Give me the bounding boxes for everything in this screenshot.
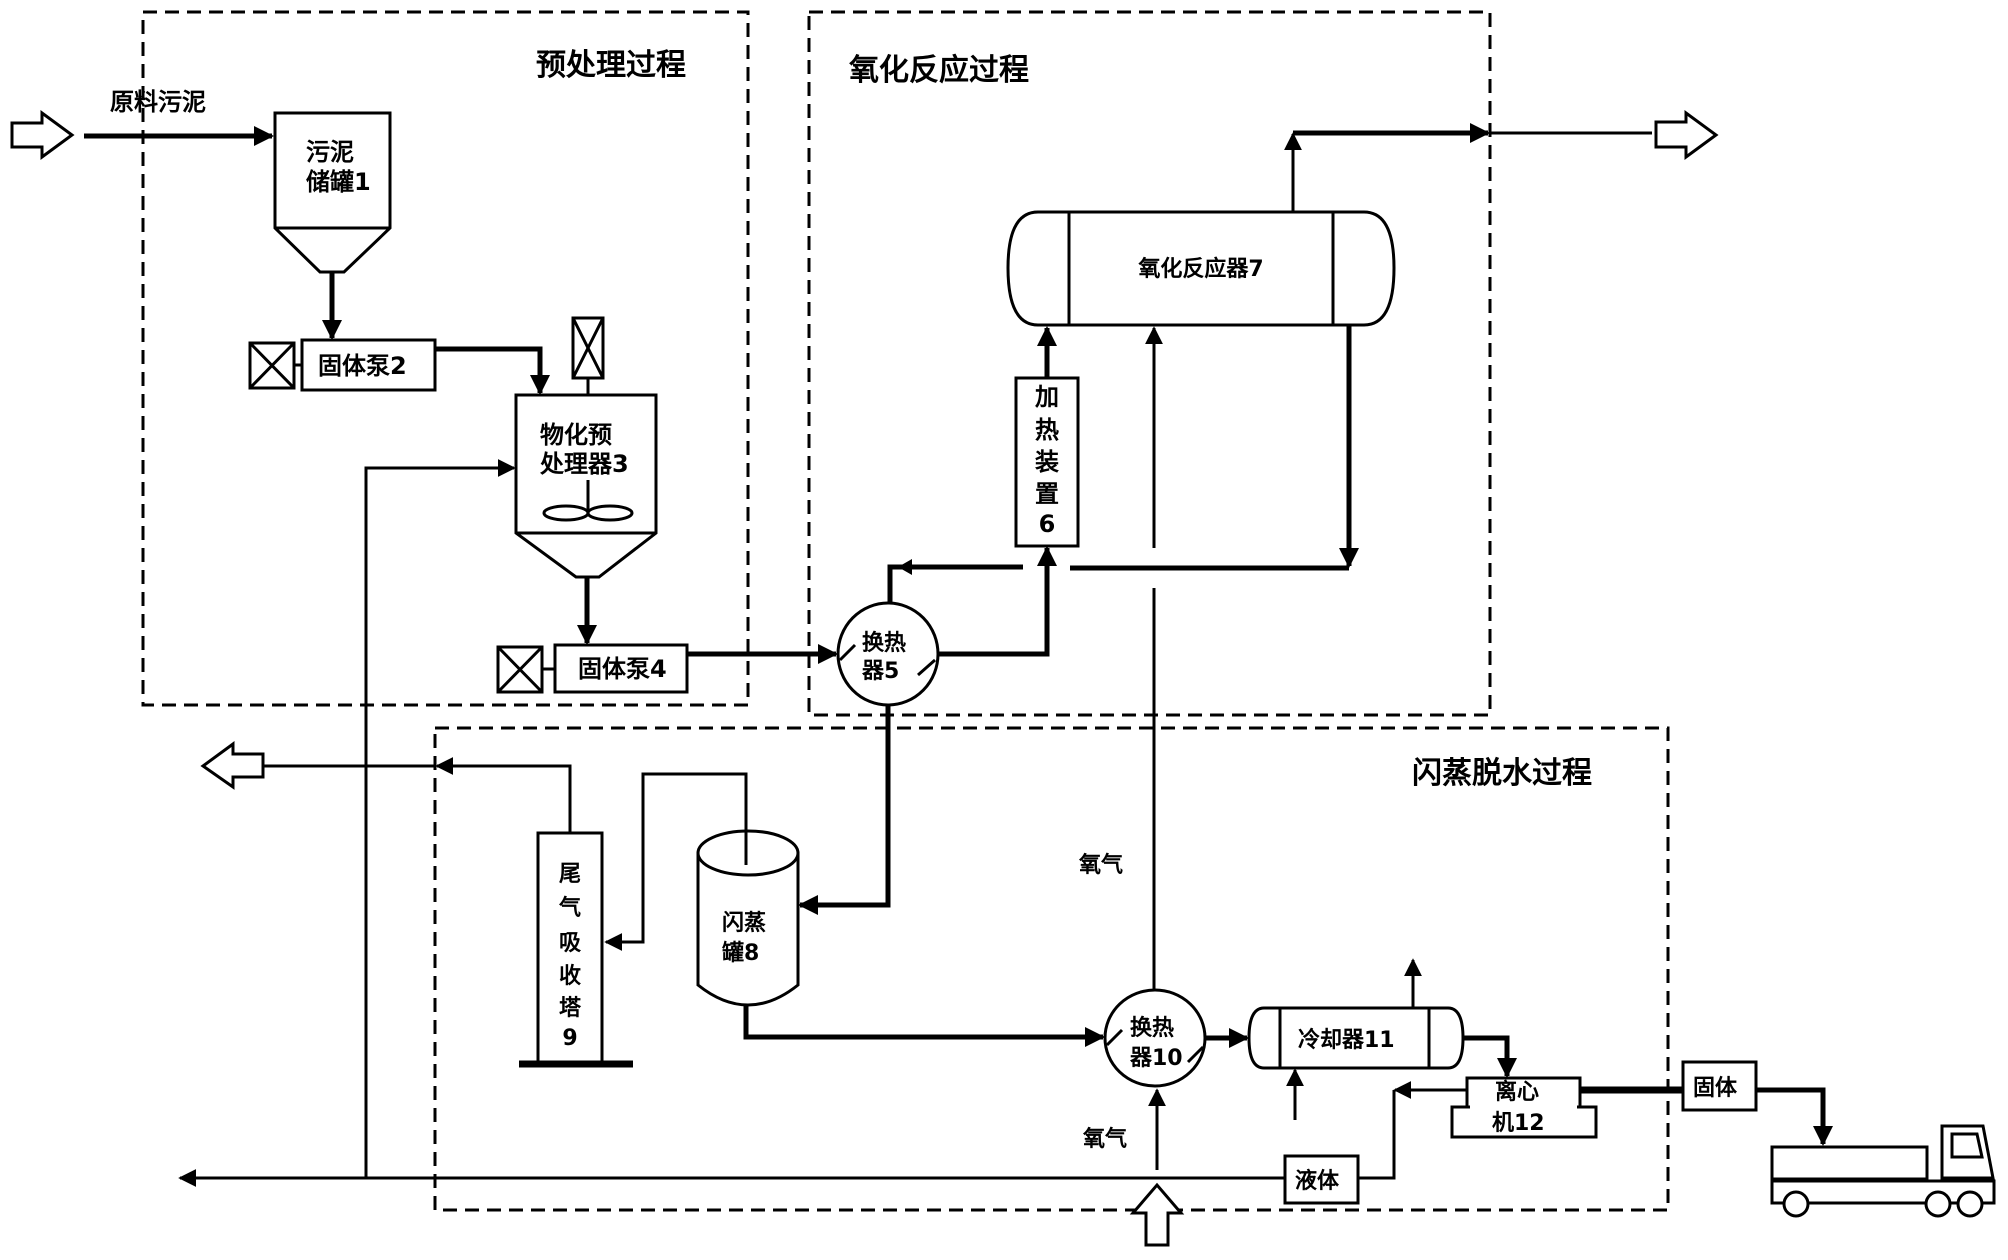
oxidation-section-title: 氧化反应过程 xyxy=(849,53,1029,88)
tower-label-char2: 气 xyxy=(558,895,581,921)
heat-exchanger-5: 换热 器5 xyxy=(836,601,940,707)
tank1-label-line1: 污泥 xyxy=(306,138,354,166)
reactor-label: 氧化反应器7 xyxy=(1137,256,1263,282)
heater-label-char2: 热 xyxy=(1035,416,1059,444)
flash-section-title: 闪蒸脱水过程 xyxy=(1412,756,1592,791)
pretreater-label-line1: 物化预 xyxy=(540,421,612,449)
centrifuge-label-line1: 离心 xyxy=(1495,1079,1539,1105)
truck-icon xyxy=(1770,1124,1996,1218)
hx10-label-line2: 器10 xyxy=(1129,1046,1183,1071)
hx5-label-line1: 换热 xyxy=(862,630,906,656)
hx5-label-line2: 器5 xyxy=(861,659,899,684)
truck-wheel xyxy=(1924,1190,1952,1218)
centrifuge-liquid-down-line xyxy=(1358,1090,1396,1180)
hx10-label-line1: 换热 xyxy=(1130,1015,1174,1041)
hx5-to-heater-pipe xyxy=(938,546,1057,657)
tower-exhaust-line xyxy=(435,757,572,833)
cooler-label: 冷却器11 xyxy=(1298,1027,1395,1053)
flash-tank-label-line1: 闪蒸 xyxy=(722,911,766,936)
cooler-to-centrifuge-pipe xyxy=(1463,1035,1517,1078)
oxidation-reactor-7: 氧化反应器7 xyxy=(1006,210,1396,327)
heating-device-6: 加 热 装 置 6 xyxy=(1014,376,1080,548)
tower-label-char6: 9 xyxy=(562,1026,577,1051)
tank1-label-line2: 储罐1 xyxy=(306,168,371,196)
sludge-storage-tank-1: 污泥 储罐1 xyxy=(273,111,392,274)
hx5-to-flash-tank-pipe xyxy=(798,705,891,915)
tower-label-char5: 塔 xyxy=(559,996,582,1021)
pump2-label: 固体泵2 xyxy=(318,352,407,380)
truck-wheel xyxy=(1782,1190,1810,1218)
truck-wheel xyxy=(1956,1190,1984,1218)
oxygen-label-upper: 氧气 xyxy=(1078,852,1123,878)
impeller-icon xyxy=(542,504,590,522)
pretreatment-section-boundary xyxy=(141,10,750,707)
solid-label: 固体 xyxy=(1693,1076,1738,1101)
heater-label-char5: 6 xyxy=(1039,510,1056,538)
liquid-stream-box: 液体 xyxy=(1283,1154,1360,1205)
return-flow-arrow-icon xyxy=(898,559,912,575)
flash-vapor-line xyxy=(604,772,748,951)
reactor-return-to-hx5-pipe xyxy=(887,564,1023,603)
physicochemical-pretreater-3: 物化预 处理器3 xyxy=(514,316,658,579)
tower-label-char4: 收 xyxy=(559,963,581,989)
exhaust-output-arrow-icon xyxy=(200,741,265,790)
heater-label-char4: 置 xyxy=(1035,480,1059,508)
pump2-to-pretreater-pipe xyxy=(435,346,550,395)
centrifuge-12: 离心 机12 xyxy=(1450,1076,1598,1139)
solid-pump-2: 固体泵2 xyxy=(248,338,437,392)
cooler-11: 冷却器11 xyxy=(1247,1006,1465,1070)
flash-tank-8: 闪蒸 罐8 xyxy=(696,829,800,1007)
heater-label-char1: 加 xyxy=(1035,383,1059,411)
oxygen-label-lower: 氧气 xyxy=(1082,1126,1127,1152)
solid-stream-box: 固体 xyxy=(1681,1060,1758,1112)
gas-output-arrow-icon xyxy=(1654,110,1719,160)
tail-gas-absorber-9: 尾 气 吸 收 塔 9 xyxy=(519,831,633,1068)
pretreater-label-line2: 处理器3 xyxy=(539,450,629,478)
solid-pump-4: 固体泵4 xyxy=(496,643,689,694)
centrifuge-label-line2: 机12 xyxy=(1492,1111,1545,1136)
tower-label-char3: 吸 xyxy=(559,931,582,956)
heater-label-char3: 装 xyxy=(1035,448,1059,476)
oxidation-section-boundary xyxy=(807,10,1492,717)
pump4-label: 固体泵4 xyxy=(578,655,667,683)
feed-label: 原料污泥 xyxy=(110,88,206,116)
pretreatment-section-title: 预处理过程 xyxy=(536,48,686,83)
flash-bottom-pipe xyxy=(743,1004,1105,1047)
flash-section-boundary xyxy=(433,726,1670,1212)
oxygen-input-arrow-icon xyxy=(1129,1182,1185,1247)
liquid-label: 液体 xyxy=(1295,1168,1340,1194)
feed-input-arrow-icon xyxy=(10,110,75,160)
flash-tank-label-line2: 罐8 xyxy=(721,940,759,966)
solid-to-truck-pipe xyxy=(1756,1087,1833,1146)
heat-exchanger-10: 换热 器10 xyxy=(1103,988,1207,1088)
recycle-to-pretreater-line xyxy=(364,459,516,1178)
tower-label-char1: 尾 xyxy=(559,862,581,887)
